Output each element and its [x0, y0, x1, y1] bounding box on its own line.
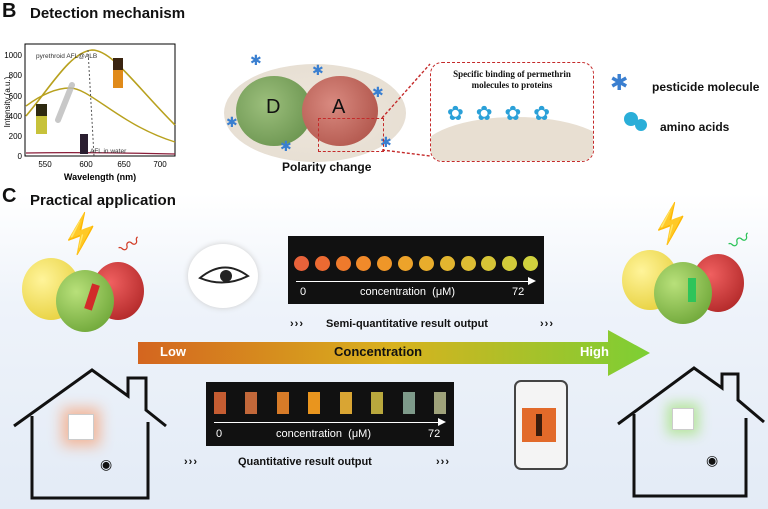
dashed-line	[87, 49, 95, 157]
wave-icon: 〰	[723, 224, 756, 258]
strip-top-start: 0	[300, 286, 307, 298]
pesticide-legend-icon: ✱	[610, 70, 629, 95]
apple-green	[56, 270, 114, 332]
vial-dark	[80, 134, 88, 154]
color-dot	[398, 256, 414, 271]
section-b-title: Detection mechanism	[30, 5, 186, 22]
section-c-title: Practical application	[30, 192, 176, 209]
bound-molecules: ✿✿✿✿	[447, 103, 563, 125]
ytick: 1000	[4, 51, 22, 60]
color-dot	[522, 256, 538, 271]
acceptor-label: A	[332, 96, 346, 118]
color-swatch	[433, 392, 446, 414]
binding-text: Specific binding of permethrin molecules…	[453, 69, 571, 90]
shift-arrow	[55, 82, 75, 123]
ytick: 600	[9, 92, 23, 101]
quant-chev-left: ›››	[184, 456, 198, 468]
concentration-arrow	[138, 330, 650, 376]
zoom-source-box	[318, 118, 384, 152]
color-swatch	[402, 392, 415, 414]
amino-acid-legend-icon	[624, 112, 638, 126]
polarity-label: Polarity change	[282, 160, 372, 174]
donor-label: D	[266, 96, 281, 118]
pesticide-molecule-icon: ✱	[372, 84, 384, 100]
spectrum-water-label: AFL in water	[90, 148, 127, 155]
color-swatch	[339, 392, 352, 414]
pesticide-legend-label: pesticide molecule	[652, 80, 760, 94]
wifi-router-icon: ◉	[706, 452, 719, 468]
semi-chev-right: ›››	[540, 318, 554, 330]
wifi-router-icon: ◉	[100, 456, 113, 472]
binding-inset: Specific binding of permethrin molecules…	[430, 62, 594, 162]
apple-green	[654, 262, 712, 324]
strip-bottom-label: concentration (μM)	[276, 428, 371, 440]
semi-label: Semi-quantitative result output	[326, 318, 488, 330]
color-dot	[314, 256, 330, 271]
color-dot	[481, 256, 497, 271]
semi-quantitative-strip	[288, 236, 544, 304]
section-c-letter: C	[2, 185, 17, 207]
color-dot	[502, 256, 518, 271]
pesticide-molecule-icon: ✱	[280, 138, 292, 154]
pesticide-molecule-icon: ✱	[380, 134, 392, 150]
protein-surface	[431, 117, 593, 161]
xtick: 700	[153, 160, 167, 169]
color-swatch	[276, 392, 289, 414]
curve-mid	[25, 87, 176, 143]
strip-top-end: 72	[512, 286, 525, 298]
strip-top-arrow	[296, 281, 530, 282]
semi-chev-left: ›››	[290, 318, 304, 330]
pesticide-molecule-icon: ✱	[312, 62, 324, 78]
ytick: 800	[9, 71, 23, 80]
color-dot	[335, 256, 351, 271]
ytick: 0	[18, 152, 23, 161]
xtick: 550	[38, 160, 52, 169]
spectrum-ylabel: Intensity (a.u.)	[3, 76, 12, 127]
sensor-cube-orange	[68, 414, 94, 440]
curve-main	[25, 49, 176, 126]
pesticide-molecule-icon: ✱	[250, 52, 262, 68]
quant-chev-right: ›››	[436, 456, 450, 468]
color-dot	[294, 256, 309, 271]
sensor-cube-green	[672, 408, 694, 430]
ytick: 200	[9, 132, 23, 141]
color-swatch	[308, 392, 321, 414]
strip-top-label: concentration (μM)	[360, 286, 455, 298]
house-right-icon	[617, 366, 765, 498]
color-dot	[418, 256, 434, 271]
emission-spectrum-chart: 0 200 400 600 800 1000 550 600 650 700 W…	[3, 43, 176, 182]
wave-icon: 〰	[113, 228, 146, 262]
donor-circle	[236, 76, 312, 146]
low-label: Low	[160, 344, 186, 359]
xtick: 650	[117, 160, 131, 169]
amino-legend-label: amino acids	[660, 120, 730, 134]
color-swatch	[214, 392, 226, 414]
color-swatch	[371, 392, 384, 414]
strip-bottom-rects	[214, 392, 446, 414]
lightning-icon: ⚡	[644, 198, 698, 250]
zoom-connector	[381, 63, 431, 157]
ytick: 400	[9, 112, 23, 121]
strip-top-dots	[294, 256, 538, 272]
lightning-icon: ⚡	[54, 208, 108, 260]
color-dot	[460, 256, 476, 271]
color-swatch	[245, 392, 258, 414]
curve-low	[25, 151, 176, 155]
color-dot	[377, 256, 393, 271]
concentration-label: Concentration	[334, 344, 423, 359]
green-indicator	[688, 278, 696, 302]
color-dot	[356, 256, 372, 271]
section-b-letter: B	[2, 0, 17, 22]
acceptor-circle	[302, 76, 378, 146]
house-left-icon	[13, 368, 167, 500]
quant-label: Quantitative result output	[238, 456, 372, 468]
color-dot	[439, 256, 455, 271]
strip-bottom-end: 72	[428, 428, 441, 440]
strip-bottom-start: 0	[216, 428, 223, 440]
spectrum-xlabel: Wavelength (nm)	[64, 172, 136, 182]
spectrum-legend: pyrethroid AFL@ALB	[36, 53, 97, 60]
pesticide-molecule-icon: ✱	[226, 114, 238, 130]
xtick: 600	[79, 160, 93, 169]
high-label: High	[580, 344, 609, 359]
